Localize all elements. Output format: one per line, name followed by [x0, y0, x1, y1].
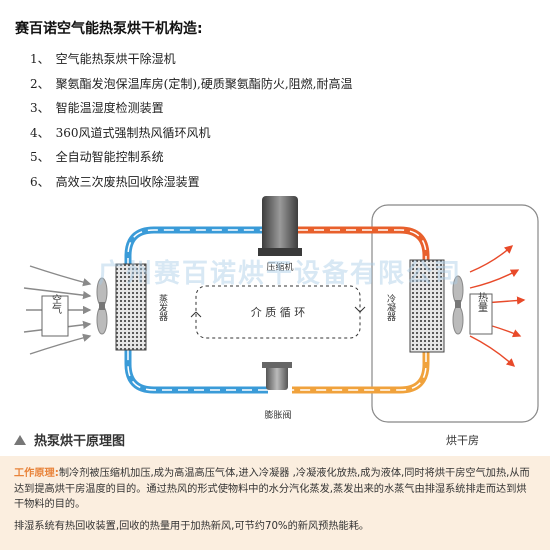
evaporator-label: 蒸发器 [157, 293, 168, 321]
exhaust-note: 排湿系统有热回收装置,回收的热量用于加热新风,可节约70%的新风预热能耗。 [14, 520, 370, 532]
cold-pipe-stripe [127, 229, 262, 316]
evaporator-coil [115, 263, 147, 351]
return-pipe [124, 336, 268, 394]
item-text: 360风道式强制热风循环风机 [55, 125, 211, 140]
medium-cycle-arrow [190, 311, 202, 318]
right-fan-icon [452, 275, 464, 335]
working-principle-body: 制冷剂被压缩机加压,成为高温高压气体,进入冷凝器 ,冷凝液化放热,成为液体,同时… [14, 468, 530, 510]
item-number: 5、 [30, 150, 50, 164]
item-number: 6、 [30, 174, 50, 189]
caption-triangle-icon [14, 434, 26, 445]
list-item: 1、空气能热泵烘干除湿机 [30, 47, 352, 72]
warm-pipe [292, 336, 430, 394]
feature-list: 1、空气能热泵烘干除湿机 2、聚氨酯发泡保温库房(定制),硬质聚氨酯防火,阻燃,… [30, 47, 352, 194]
medium-cycle-arrow [354, 306, 366, 313]
compressor-base [258, 248, 302, 256]
compressor-label: 压缩机 [266, 261, 293, 273]
condenser-label: 冷凝器 [385, 293, 396, 321]
medium-cycle-label: 介 质 循 环 [251, 306, 306, 319]
item-text: 聚氨酯发泡保温库房(定制),硬质聚氨酯防火,阻燃,耐高温 [55, 76, 353, 91]
heat-pump-diagram: 压缩机 膨胀阀 介 质 循 环 蒸发器 冷凝器 空气 热量 [23, 196, 539, 423]
item-text: 空气能热泵烘干除湿机 [55, 52, 176, 66]
left-fan-icon [96, 277, 108, 335]
list-item: 4、 360风道式强制热风循环风机 [30, 121, 352, 146]
heat-label-box [469, 293, 493, 335]
item-text: 智能温湿度检测装置 [55, 101, 164, 115]
expansion-valve-cap [262, 362, 292, 368]
page-title: 赛百诺空气能热泵烘干机构造: [15, 21, 203, 37]
list-item: 3、智能温湿度检测装置 [30, 96, 352, 121]
working-principle-lead: 工作原理: [14, 468, 59, 479]
item-number: 4、 [30, 125, 50, 140]
diagram-caption: 热泵烘干原理图 [14, 430, 125, 449]
item-text: 全自动智能控制系统 [55, 150, 164, 164]
return-pipe-stripe [127, 336, 268, 391]
caption-text: 热泵烘干原理图 [34, 434, 126, 449]
dry-room-outline [371, 204, 539, 423]
air-label: 空气 [50, 293, 62, 314]
watermark: 广州赛百诺烘干设备有限公司 [98, 258, 462, 289]
expansion-valve [266, 364, 288, 390]
list-item: 5、全自动智能控制系统 [30, 145, 352, 170]
expansion-valve-label: 膨胀阀 [264, 409, 291, 421]
compressor [262, 196, 298, 252]
dry-room-label: 烘干房 [446, 434, 479, 447]
condenser-coil [409, 259, 445, 353]
item-number: 3、 [30, 101, 50, 115]
air-label-box [41, 295, 69, 337]
heat-label: 热量 [476, 291, 488, 312]
item-text: 高效三次废热回收除湿装置 [55, 174, 200, 189]
item-number: 2、 [30, 76, 50, 91]
item-number: 1、 [30, 52, 50, 66]
info-panel: 工作原理:制冷剂被压缩机加压,成为高温高压气体,进入冷凝器 ,冷凝液化放热,成为… [0, 456, 550, 550]
list-item: 2、聚氨酯发泡保温库房(定制),硬质聚氨酯防火,阻燃,耐高温 [30, 72, 352, 97]
working-principle: 工作原理:制冷剂被压缩机加压,成为高温高压气体,进入冷凝器 ,冷凝液化放热,成为… [0, 456, 550, 513]
warm-pipe-stripe [292, 336, 427, 391]
list-item: 6、高效三次废热回收除湿装置 [30, 170, 352, 195]
hot-pipe-stripe [298, 229, 427, 316]
